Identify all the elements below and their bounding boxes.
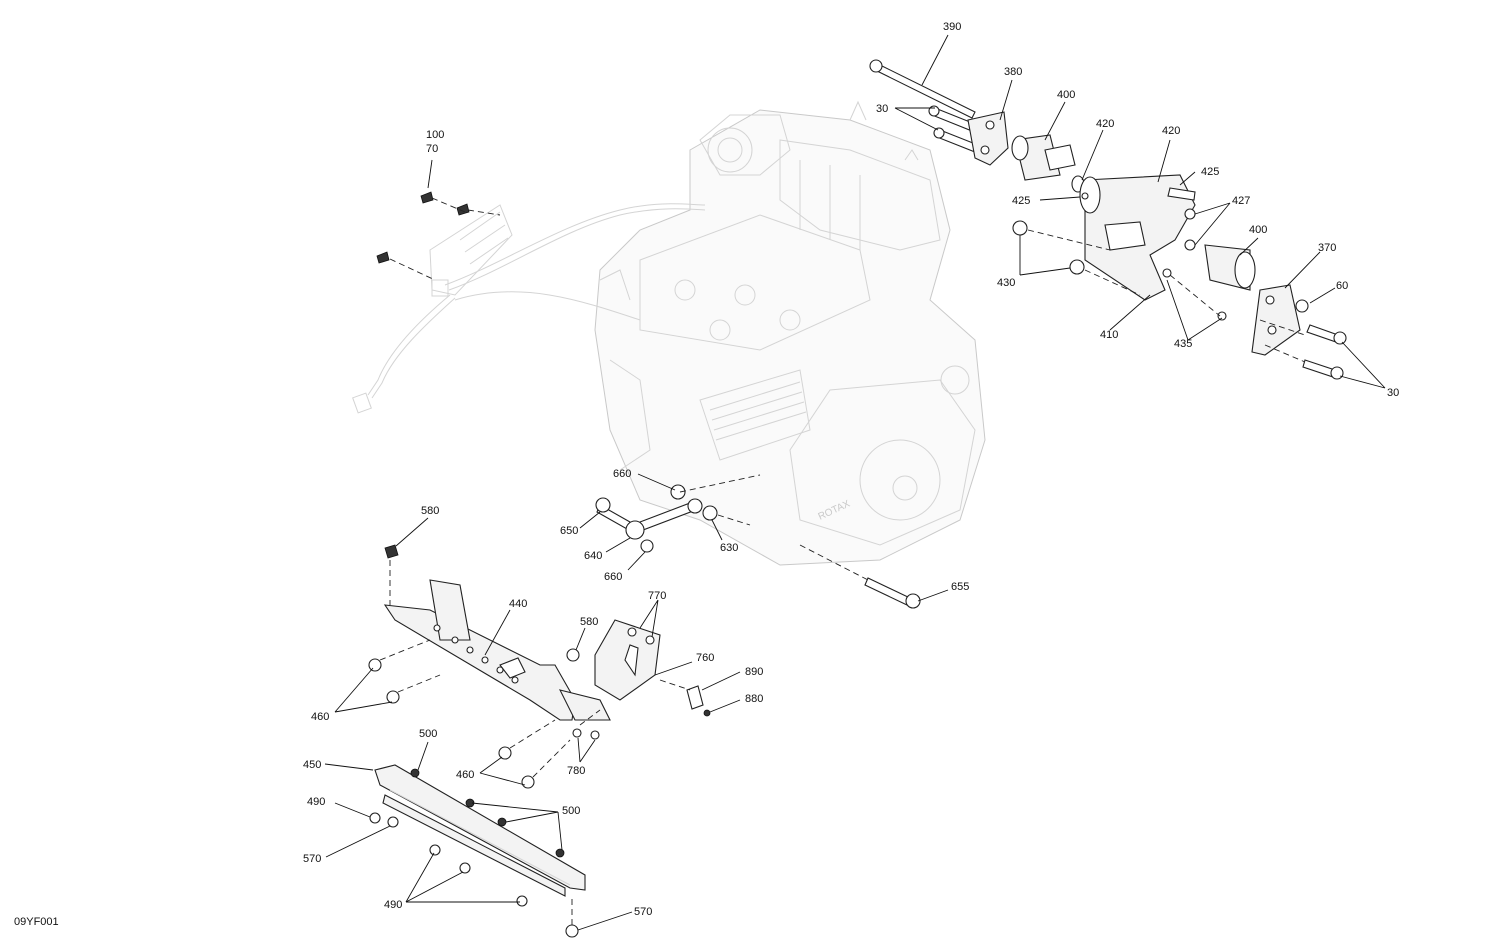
callout-425-left: 425 bbox=[1012, 195, 1030, 207]
callout-890: 890 bbox=[745, 666, 763, 678]
callout-630: 630 bbox=[720, 542, 738, 554]
callout-490-left: 490 bbox=[307, 796, 325, 808]
callout-780: 780 bbox=[567, 765, 585, 777]
engine-bolt-655 bbox=[799, 544, 921, 609]
callout-570-bottom: 570 bbox=[634, 906, 652, 918]
callout-490-bottom: 490 bbox=[384, 899, 402, 911]
callout-400-lower: 400 bbox=[1249, 224, 1267, 236]
callout-660-lower: 660 bbox=[604, 571, 622, 583]
callout-427: 427 bbox=[1232, 195, 1250, 207]
callout-640: 640 bbox=[584, 550, 602, 562]
callout-30-upper: 30 bbox=[876, 103, 888, 115]
callout-labels: 390 380 30 400 420 420 425 425 427 400 3… bbox=[303, 21, 1399, 918]
callout-770: 770 bbox=[648, 590, 666, 602]
callout-435: 435 bbox=[1174, 338, 1192, 350]
callout-500-upper: 500 bbox=[419, 728, 437, 740]
callout-570-left: 570 bbox=[303, 853, 321, 865]
callout-650: 650 bbox=[560, 525, 578, 537]
ecu-screws bbox=[376, 191, 501, 281]
callout-420-right: 420 bbox=[1162, 125, 1180, 137]
callout-440: 440 bbox=[509, 598, 527, 610]
lower-bracket-440 bbox=[368, 544, 611, 789]
callout-760: 760 bbox=[696, 652, 714, 664]
skid-rail-450 bbox=[369, 764, 586, 938]
wiring-harness bbox=[352, 203, 706, 414]
callout-580-upper: 580 bbox=[421, 505, 439, 517]
callout-460-right: 460 bbox=[456, 769, 474, 781]
callout-100: 100 bbox=[426, 129, 444, 141]
leader-lines bbox=[324, 34, 1386, 931]
heat-shield-760 bbox=[572, 619, 711, 740]
callout-660-upper: 660 bbox=[613, 468, 631, 480]
callout-460-left: 460 bbox=[311, 711, 329, 723]
figure-code: 09YF001 bbox=[14, 916, 59, 928]
callout-410: 410 bbox=[1100, 329, 1118, 341]
torque-rod-assembly bbox=[595, 474, 761, 553]
callout-70: 70 bbox=[426, 143, 438, 155]
callout-880: 880 bbox=[745, 693, 763, 705]
upper-engine-mount bbox=[869, 59, 1347, 380]
callout-390: 390 bbox=[943, 21, 961, 33]
callout-60: 60 bbox=[1336, 280, 1348, 292]
callout-370: 370 bbox=[1318, 242, 1336, 254]
callout-380: 380 bbox=[1004, 66, 1022, 78]
callout-500-lower: 500 bbox=[562, 805, 580, 817]
callout-580-lower: 580 bbox=[580, 616, 598, 628]
callout-450: 450 bbox=[303, 759, 321, 771]
callout-430: 430 bbox=[997, 277, 1015, 289]
engine-assembly: ROTAX bbox=[594, 100, 986, 566]
callout-30-lower: 30 bbox=[1387, 387, 1399, 399]
callout-420-left: 420 bbox=[1096, 118, 1114, 130]
callout-400-upper: 400 bbox=[1057, 89, 1075, 101]
callout-425-right: 425 bbox=[1201, 166, 1219, 178]
callout-655: 655 bbox=[951, 581, 969, 593]
